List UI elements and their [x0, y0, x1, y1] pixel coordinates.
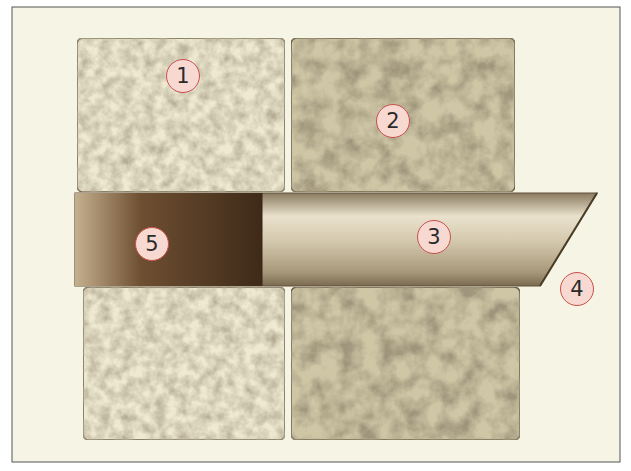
callout-circle: 5 [135, 227, 169, 261]
callout-circle: 2 [376, 104, 410, 138]
callout-number: 5 [145, 234, 158, 255]
callout-number: 3 [427, 227, 440, 248]
light-block [83, 287, 285, 440]
dark-block [291, 287, 520, 440]
light-block [77, 38, 285, 192]
callout-number: 2 [386, 111, 399, 132]
callout-circle: 4 [560, 272, 594, 306]
dark-block [291, 38, 515, 192]
tube [75, 193, 597, 286]
callout-number: 4 [570, 279, 583, 300]
callout-circle: 3 [417, 220, 451, 254]
dark-end [75, 193, 262, 286]
callout-number: 1 [176, 66, 189, 87]
callout-circle: 1 [166, 59, 200, 93]
